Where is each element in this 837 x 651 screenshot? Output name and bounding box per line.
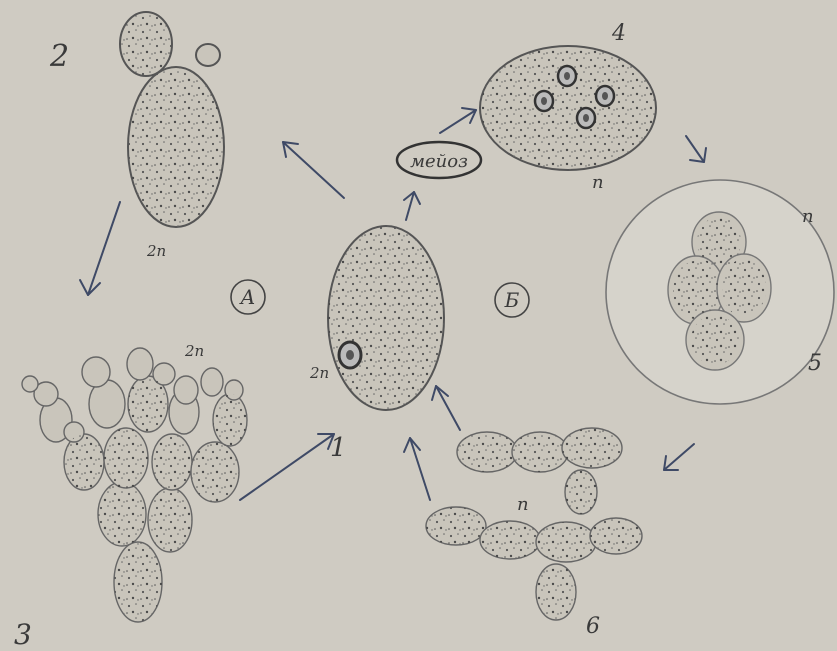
stage-1-label: 1 — [330, 433, 347, 463]
stage-5-label: 5 — [808, 351, 822, 376]
pseudomycelium-colony — [22, 348, 247, 622]
arrow-2-to-3 — [80, 202, 120, 295]
ploidy-5-label: n — [802, 206, 814, 227]
section-a-marker: А — [231, 280, 265, 314]
diploid-zygote-cell — [328, 226, 444, 410]
ploidy-6-label: n — [517, 494, 529, 515]
stage-3-label: 3 — [14, 618, 32, 651]
ploidy-3-label: 2n — [184, 342, 204, 360]
section-b-label: Б — [504, 288, 520, 312]
arrow-meiosis-to-4 — [440, 108, 476, 133]
arrow-1-to-2 — [283, 142, 344, 198]
arrow-6-lower-to-1 — [404, 438, 430, 500]
ploidy-4-label: n — [592, 172, 604, 193]
ploidy-1-label: 2n — [309, 364, 329, 382]
arrow-4-to-5 — [686, 136, 706, 162]
budding-diploid-cell — [120, 12, 224, 227]
four-nuclei-cell — [480, 46, 656, 170]
section-b-marker: Б — [495, 283, 529, 317]
ascus-with-spores — [606, 180, 834, 404]
stage-4-label: 4 — [611, 21, 626, 46]
meiosis-label: мейоз — [410, 151, 468, 172]
arrow-3-to-1 — [240, 434, 334, 500]
arrow-1-to-meiosis — [404, 192, 420, 220]
stage-2-label: 2 — [49, 39, 69, 74]
meiosis-marker: мейоз — [397, 142, 481, 178]
ploidy-2-label: 2n — [146, 242, 166, 260]
arrow-5-to-6 — [664, 444, 694, 470]
haploid-cell-chains — [426, 428, 642, 620]
section-a-label: А — [238, 285, 255, 309]
arrow-6-upper-to-1 — [432, 386, 460, 430]
stage-6-label: 6 — [586, 614, 600, 639]
